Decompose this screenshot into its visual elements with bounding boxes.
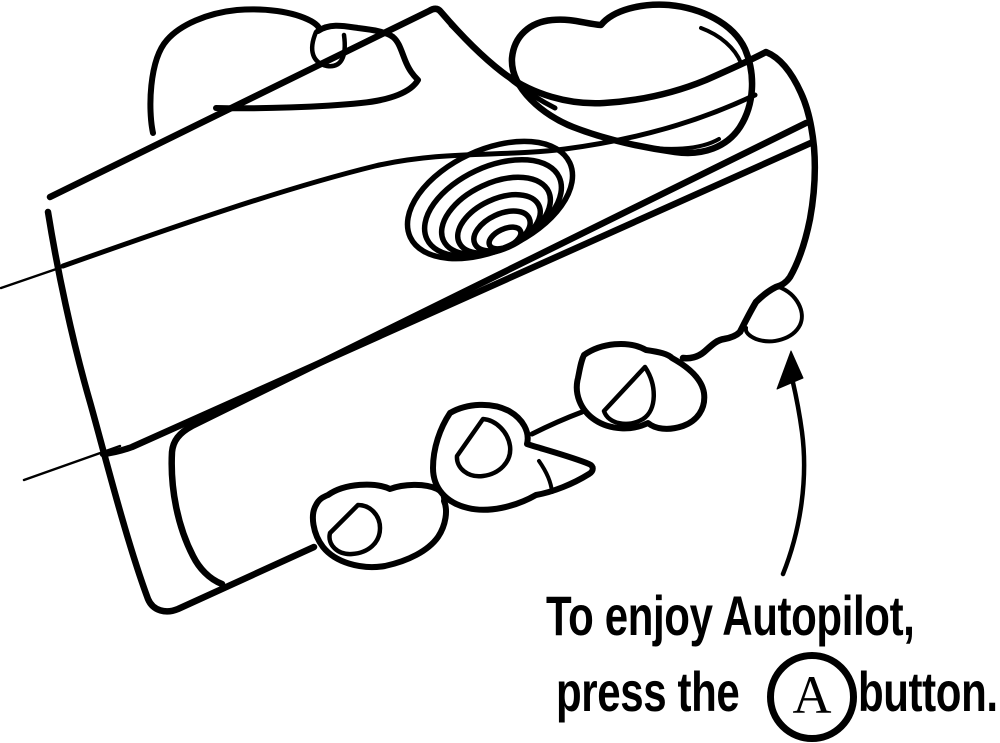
remote-left-edge bbox=[44, 208, 318, 615]
caption-line-2-before: press the bbox=[556, 660, 740, 723]
a-button-letter: A bbox=[792, 665, 832, 725]
fingertip-3-nail bbox=[601, 364, 656, 427]
callout-arrow-shaft bbox=[780, 367, 807, 577]
remote-ridge-upper bbox=[168, 119, 810, 588]
caption-line-1: To enjoy Autopilot, bbox=[546, 584, 915, 647]
speaker-spiral bbox=[404, 138, 576, 262]
fingertip-2-crease bbox=[537, 459, 554, 494]
callout-arrow-head bbox=[776, 350, 804, 390]
a-button-symbol: A bbox=[767, 652, 857, 742]
remote-device bbox=[0, 5, 819, 615]
remote-ridge-tail bbox=[22, 444, 122, 482]
index-finger-crease-lower bbox=[529, 98, 721, 151]
fingertip-1-nail bbox=[327, 502, 383, 557]
fingertip-2-nail bbox=[454, 416, 513, 479]
finger-web-2-3 bbox=[529, 409, 585, 437]
remote-face-crease bbox=[60, 92, 758, 269]
hand bbox=[147, 1, 756, 570]
remote-top-edge bbox=[46, 5, 819, 362]
thumb bbox=[147, 6, 421, 136]
thumb-nail bbox=[310, 29, 347, 69]
callout-arrow bbox=[776, 350, 807, 577]
caption-line-2-after: button. bbox=[858, 660, 998, 723]
index-finger-crease-upper bbox=[699, 26, 743, 65]
a-button-bump bbox=[743, 285, 804, 344]
remote-ridge-lower bbox=[99, 138, 817, 458]
spiral-ring-6 bbox=[486, 224, 524, 252]
